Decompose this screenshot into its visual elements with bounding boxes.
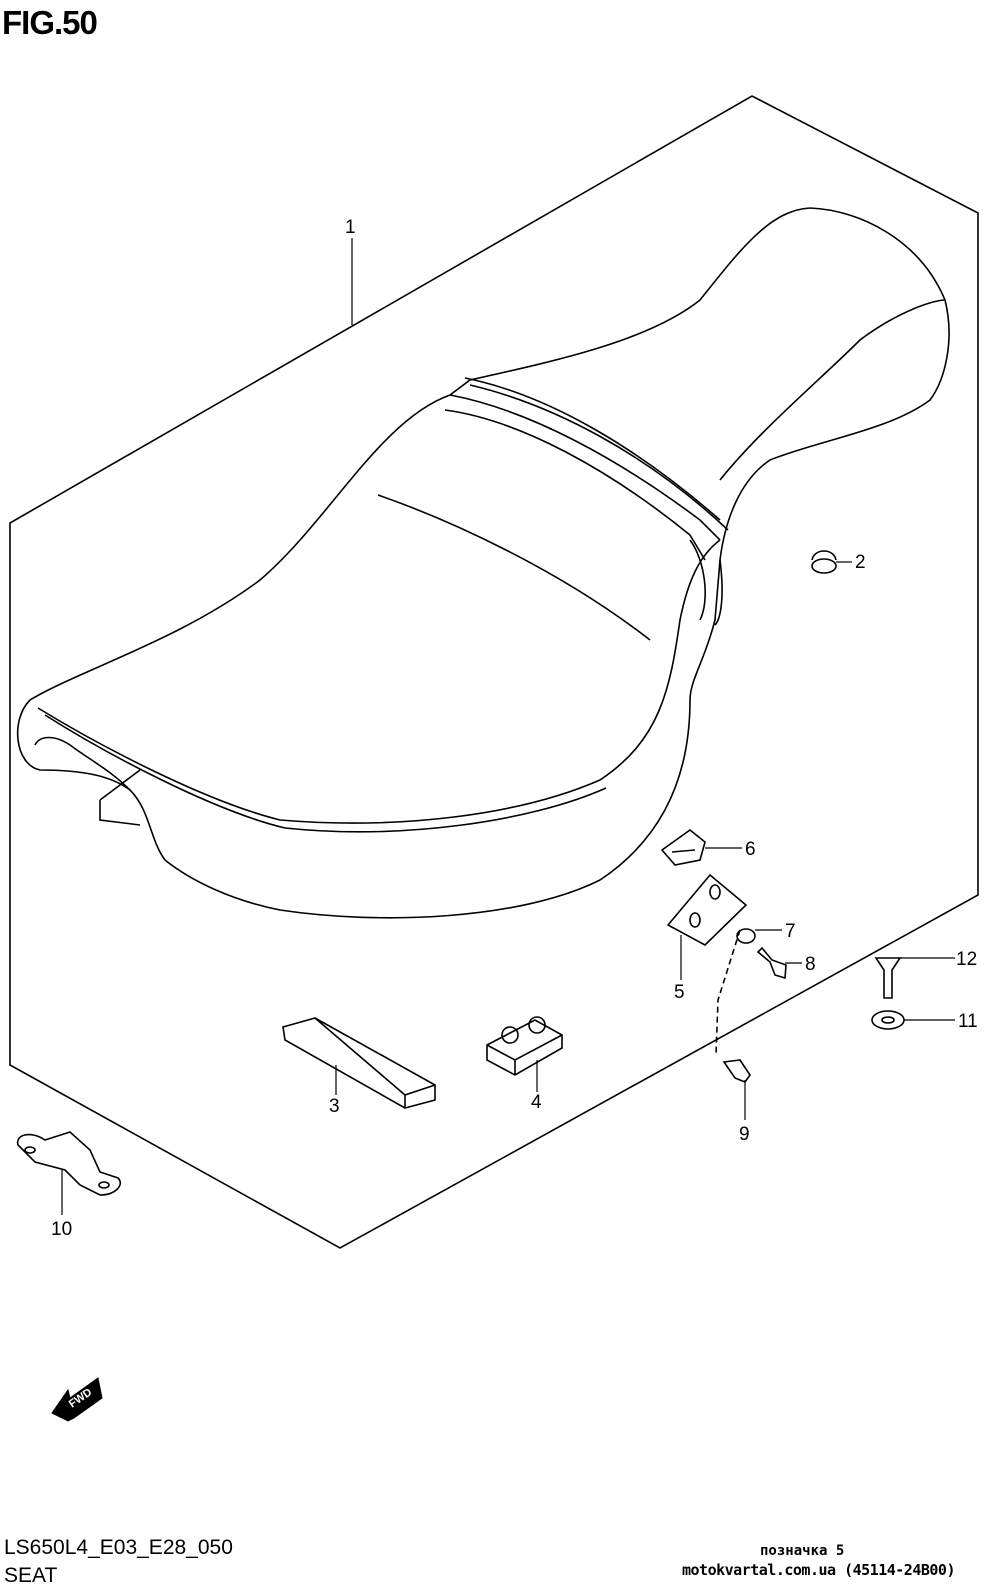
section-name: SEAT (4, 1564, 58, 1587)
clip-part-6[interactable] (660, 828, 706, 866)
callout-5: 5 (674, 982, 685, 1003)
bolt-part-8[interactable] (756, 946, 787, 980)
grommet-part-2[interactable] (811, 550, 837, 574)
callout-11: 11 (958, 1011, 978, 1032)
pad-part-3[interactable] (282, 1017, 436, 1109)
callout-2: 2 (855, 552, 866, 573)
washer-part-11[interactable] (871, 1010, 905, 1030)
callout-12: 12 (956, 949, 977, 970)
cushion-part-4[interactable] (486, 1016, 563, 1076)
callout-8: 8 (805, 954, 816, 975)
bracket-part-5[interactable] (666, 873, 748, 946)
bracket-part-10[interactable] (16, 1131, 122, 1196)
callout-3: 3 (329, 1096, 340, 1117)
forward-direction-arrow-icon: FWD (51, 1377, 103, 1422)
assembly-leader (715, 929, 741, 1056)
figure-title: FIG.50 (2, 4, 98, 41)
watermark-line-1: позначка 5 (760, 1543, 845, 1559)
callout-7: 7 (785, 921, 796, 942)
assembly-boundary (9, 95, 979, 1249)
screw-part-12[interactable] (874, 957, 902, 999)
diagram-code: LS650L4_E03_E28_050 (4, 1536, 233, 1559)
callout-4: 4 (531, 1092, 542, 1113)
washer-part-7[interactable] (736, 928, 756, 944)
callout-1: 1 (345, 217, 356, 238)
callout-9: 9 (739, 1124, 750, 1145)
watermark-line-2: motokvartal.com.ua (45114-24B00) (682, 1561, 955, 1579)
bolt-part-9[interactable] (722, 1059, 751, 1083)
leader-lines (61, 238, 955, 1215)
callout-6: 6 (745, 839, 756, 860)
seat-part-1[interactable] (16, 207, 950, 919)
callout-10: 10 (51, 1219, 72, 1240)
